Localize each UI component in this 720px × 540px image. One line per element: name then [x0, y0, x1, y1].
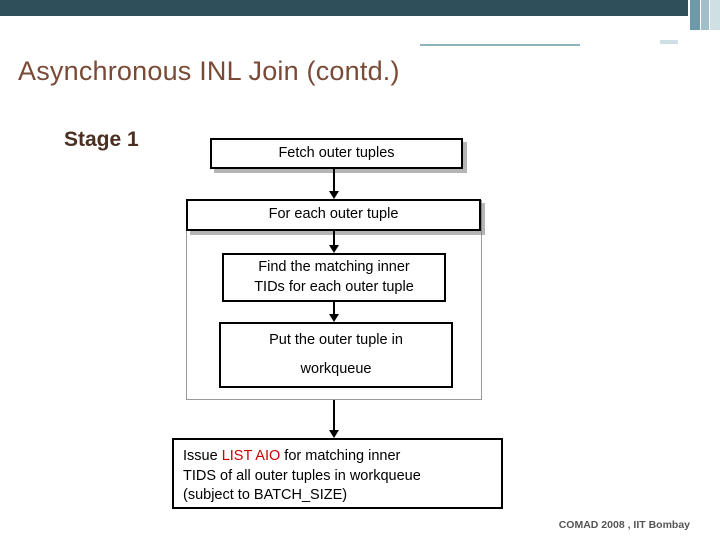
right-margin-strip	[690, 30, 720, 540]
flow-box-put-line-1: Put the outer tuple in	[269, 331, 403, 348]
issue-text-prefix: Issue	[183, 448, 222, 464]
flow-box-fetch-label: Fetch outer tuples	[278, 144, 395, 161]
header-decoration-band	[0, 0, 720, 30]
band-dark-bar	[0, 0, 688, 16]
header-rule-long	[420, 44, 580, 46]
band-teal-stripe-3	[710, 0, 720, 30]
flow-box-put-line-2: workqueue	[300, 360, 372, 377]
flow-box-issue-line-1: Issue LIST AIO for matching inner	[183, 447, 492, 467]
footer-credit: COMAD 2008 , IIT Bombay	[558, 519, 690, 531]
issue-text-highlight: LIST AIO	[221, 448, 281, 464]
flow-box-issue-line-2: TIDS of all outer tuples in workqueue	[183, 467, 421, 484]
band-teal-stripe-2	[701, 0, 709, 30]
page-title: Asynchronous INL Join (contd.)	[18, 56, 400, 86]
flow-box-find-line-1: Find the matching inner	[258, 258, 410, 275]
band-teal-stripe-1	[690, 0, 700, 30]
flow-box-for-each-outer-tuple: For each outer tuple	[186, 199, 481, 231]
arrow-down-icon-2	[329, 231, 339, 253]
issue-text-suffix: for matching inner	[280, 448, 401, 464]
band-white-gap	[0, 16, 688, 30]
flow-box-find-matching-inner-tids: Find the matching inner TIDs for each ou…	[222, 253, 446, 302]
flow-box-fetch-outer-tuples: Fetch outer tuples	[210, 138, 463, 169]
stage-label: Stage 1	[64, 128, 139, 151]
arrow-down-icon-4	[329, 400, 339, 438]
arrow-down-icon-3	[329, 302, 339, 322]
flow-box-foreach-label: For each outer tuple	[268, 206, 399, 223]
flow-box-put-outer-tuple-in-workqueue: Put the outer tuple in workqueue	[219, 322, 453, 388]
arrow-down-icon-1	[329, 169, 339, 199]
flow-box-find-line-2: TIDs for each outer tuple	[254, 278, 414, 295]
flow-box-issue-line-3: (subject to BATCH_SIZE)	[183, 487, 348, 504]
flow-box-issue-list-aio: Issue LIST AIO for matching inner TIDS o…	[172, 438, 503, 509]
header-rule-short	[660, 40, 678, 44]
